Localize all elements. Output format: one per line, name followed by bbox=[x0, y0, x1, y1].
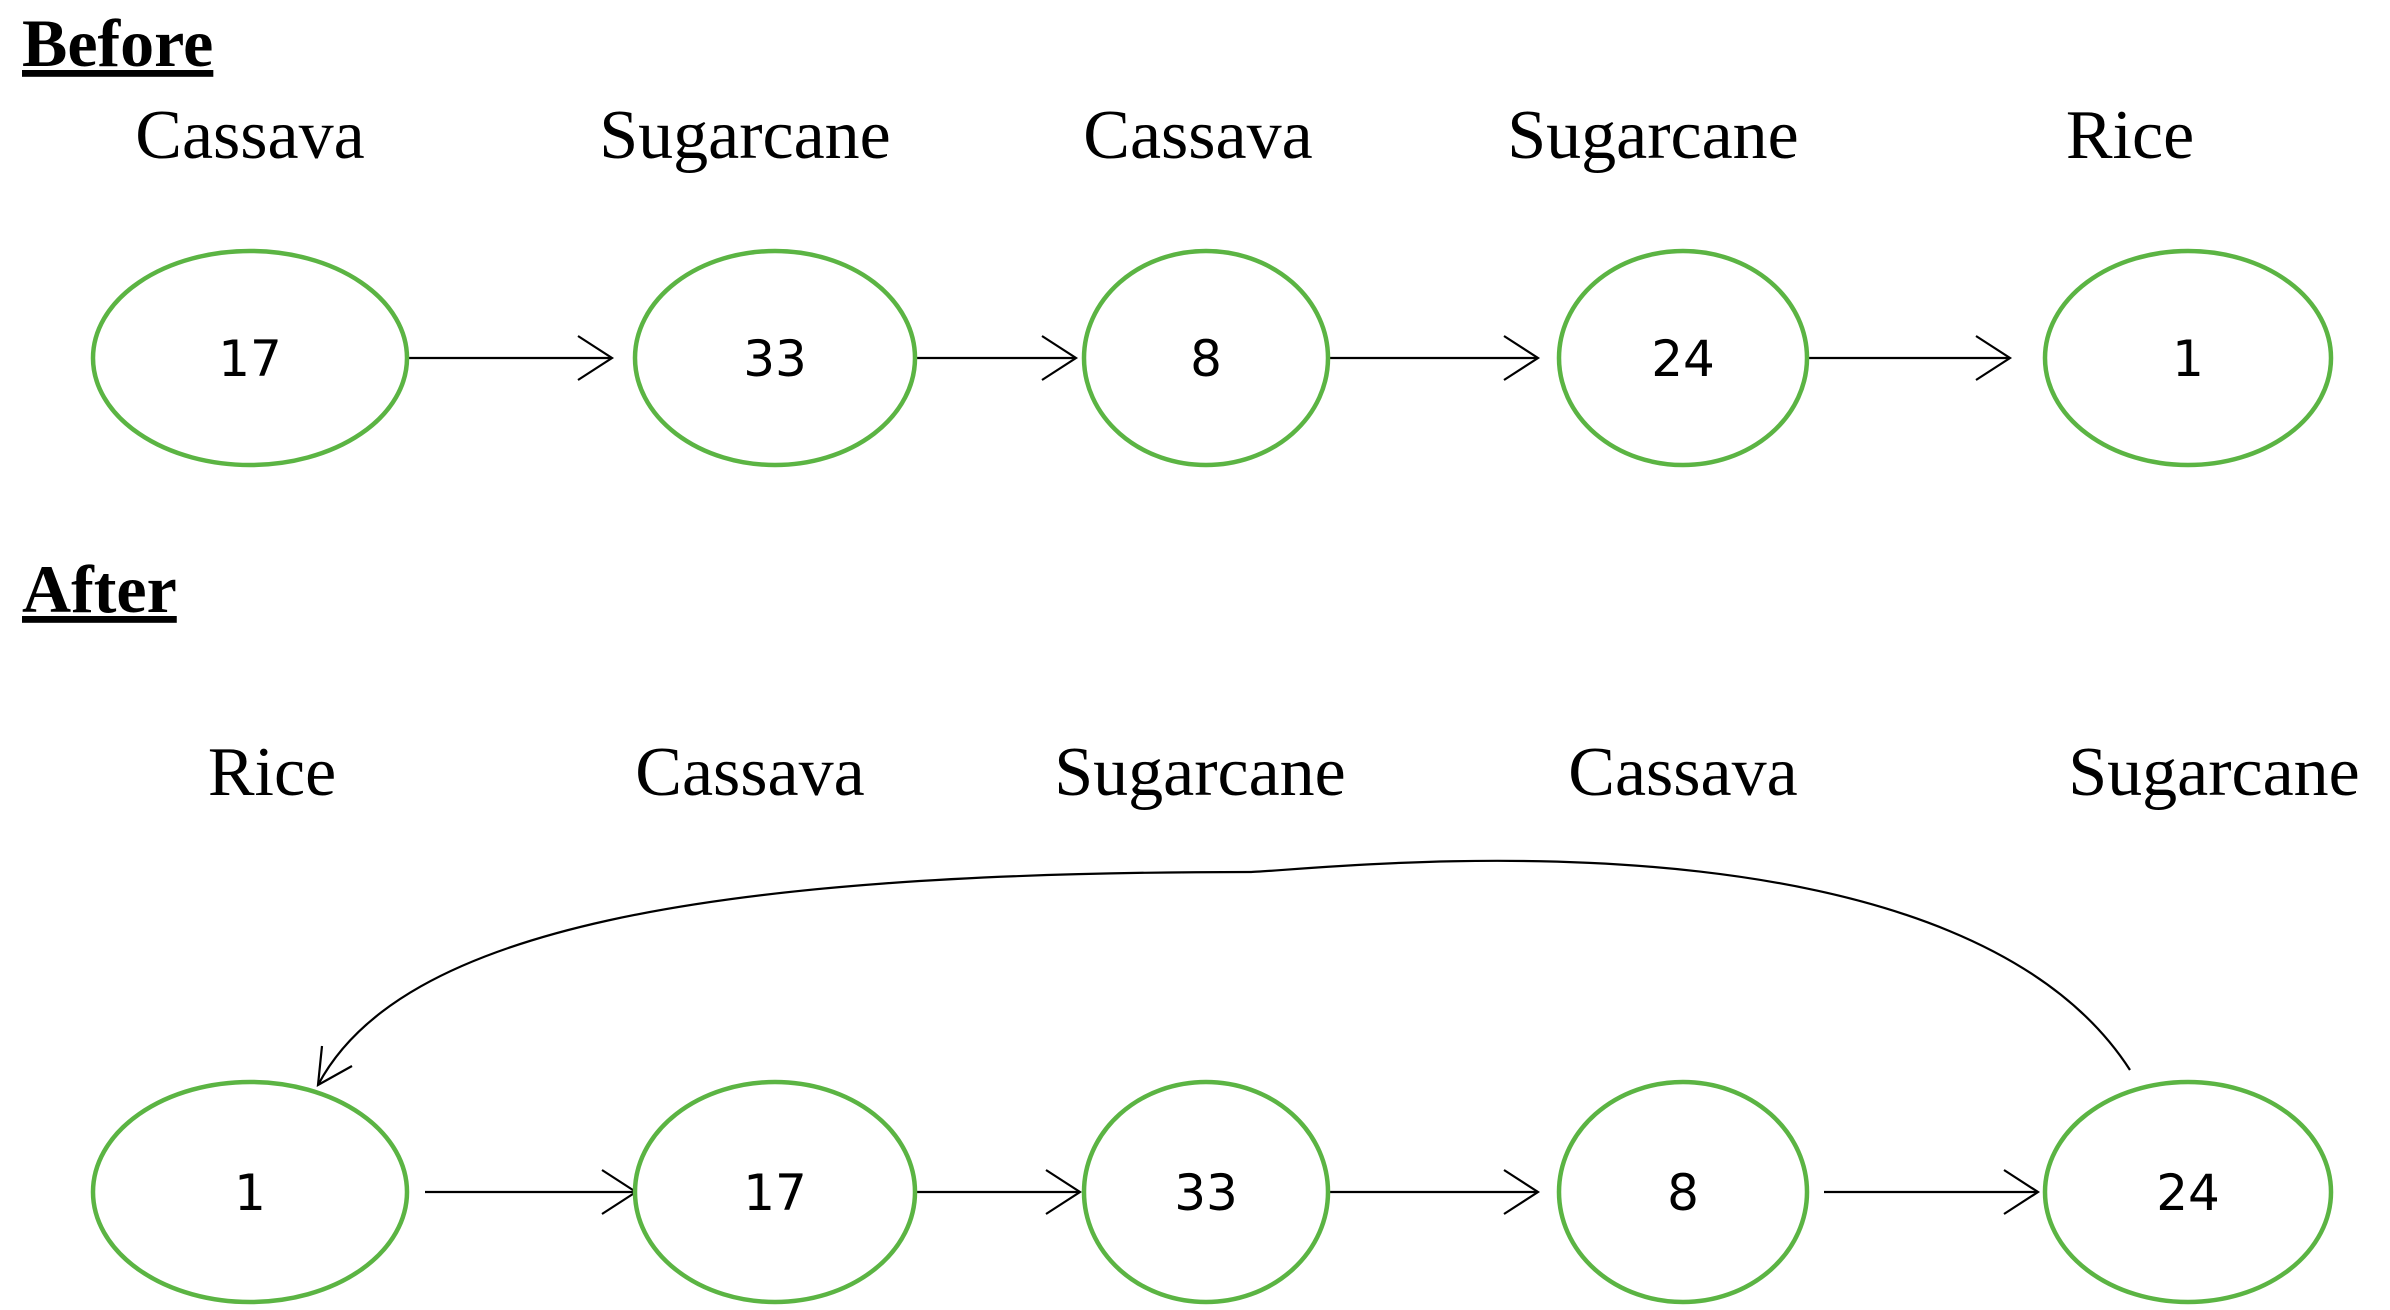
before-crop-label-1: Cassava bbox=[135, 97, 364, 174]
after-node-value-5: 24 bbox=[2156, 1164, 2220, 1222]
before-heading: Before bbox=[22, 5, 213, 81]
before-node-value-1: 17 bbox=[218, 330, 282, 388]
before-node-5: 1 bbox=[2042, 248, 2334, 468]
before-node-3: 8 bbox=[1081, 248, 1331, 468]
after-edge-2 bbox=[915, 1169, 1083, 1215]
after-crop-label-2: Cassava bbox=[635, 734, 864, 811]
before-node-1: 17 bbox=[90, 248, 410, 468]
after-edge-return bbox=[316, 859, 2131, 1087]
after-section: After Rice Cassava Sugarcane Cassava Sug… bbox=[22, 551, 2360, 1305]
after-node-4: 8 bbox=[1556, 1079, 1810, 1305]
after-node-value-1: 1 bbox=[234, 1164, 266, 1222]
before-node-2: 33 bbox=[632, 248, 918, 468]
before-edge-1 bbox=[406, 335, 615, 381]
after-node-5: 24 bbox=[2042, 1079, 2334, 1305]
after-edge-3 bbox=[1330, 1169, 1541, 1215]
before-node-value-5: 1 bbox=[2172, 330, 2204, 388]
after-node-3: 33 bbox=[1081, 1079, 1331, 1305]
after-node-1: 1 bbox=[90, 1079, 410, 1305]
before-edge-4 bbox=[1806, 335, 2013, 381]
after-edge-1 bbox=[425, 1169, 639, 1215]
after-node-value-3: 33 bbox=[1174, 1164, 1238, 1222]
before-crop-label-5: Rice bbox=[2066, 97, 2194, 174]
before-node-4: 24 bbox=[1556, 248, 1810, 468]
before-crop-label-2: Sugarcane bbox=[599, 97, 891, 174]
before-crop-label-3: Cassava bbox=[1083, 97, 1312, 174]
after-crop-label-5: Sugarcane bbox=[2068, 734, 2360, 811]
before-section: Before Cassava Sugarcane Cassava Sugarca… bbox=[22, 5, 2334, 468]
after-crop-label-1: Rice bbox=[208, 734, 336, 811]
after-node-value-4: 8 bbox=[1667, 1164, 1699, 1222]
before-crop-label-4: Sugarcane bbox=[1507, 97, 1799, 174]
before-node-value-4: 24 bbox=[1651, 330, 1715, 388]
before-edge-2 bbox=[915, 335, 1079, 381]
before-node-value-2: 33 bbox=[743, 330, 807, 388]
after-edge-4 bbox=[1824, 1169, 2041, 1215]
after-node-2: 17 bbox=[632, 1079, 918, 1305]
after-node-value-2: 17 bbox=[743, 1164, 807, 1222]
before-node-value-3: 8 bbox=[1190, 330, 1222, 388]
after-heading: After bbox=[22, 551, 177, 627]
after-crop-label-4: Cassava bbox=[1568, 734, 1797, 811]
after-crop-label-3: Sugarcane bbox=[1054, 734, 1346, 811]
before-edge-3 bbox=[1330, 335, 1541, 381]
